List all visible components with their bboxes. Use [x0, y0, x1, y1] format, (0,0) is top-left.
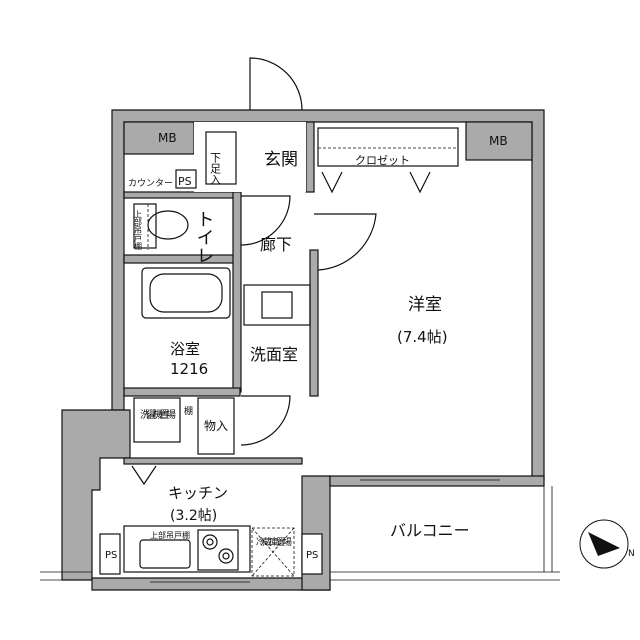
label-kitchen-size: (3.2帖) — [170, 508, 217, 524]
toilet-door-swing — [240, 195, 291, 246]
washroom-door-swing — [240, 395, 291, 446]
label-kitchen: キッチン — [168, 484, 228, 502]
ps-left-box — [99, 533, 121, 575]
label-mb-left: MB — [158, 131, 177, 145]
label-shelf: 棚 — [184, 405, 193, 417]
label-mb-right: MB — [489, 134, 508, 148]
burner-1 — [202, 534, 218, 550]
entrance-door-swing — [249, 57, 303, 111]
toilet-tank — [133, 203, 157, 249]
compass-needle-icon — [588, 532, 620, 556]
label-closet: クロゼット — [355, 154, 410, 167]
label-getabako: 下足入 — [209, 152, 222, 185]
label-bathroom: 浴室 — [170, 340, 200, 358]
sash-wall — [329, 475, 545, 487]
compass — [579, 519, 629, 569]
kitchen-bottom-wall — [91, 577, 331, 591]
label-ps-top: PS — [178, 175, 192, 188]
closet-door-right — [409, 171, 431, 194]
label-counter: カウンター — [128, 178, 173, 189]
wall-kitchen-top — [123, 457, 303, 465]
label-hallway: 廊下 — [260, 235, 292, 254]
wall-bath-top — [123, 254, 241, 264]
entrance-area — [194, 122, 306, 192]
bathtub-inner — [149, 273, 223, 313]
wall-bath-right — [232, 191, 242, 393]
getabako-box — [205, 131, 237, 185]
closet-door-left — [321, 171, 343, 194]
ps-right-box — [301, 533, 323, 575]
label-bathroom-size: 1216 — [170, 360, 208, 378]
label-upper-cabinet-toilet: 上部吊戸棚 — [134, 210, 143, 251]
storage-box — [197, 397, 235, 455]
label-washroom: 洗面室 — [250, 345, 298, 364]
label-balcony: バルコニー — [390, 521, 470, 540]
kitchen-sink — [139, 539, 191, 569]
label-ps-left: PS — [105, 550, 117, 561]
washbasin-counter — [243, 284, 311, 326]
label-washer-space: 洗濯機置場 — [140, 408, 176, 421]
label-storage: 物入 — [204, 419, 228, 433]
kitchen-stove — [197, 529, 239, 571]
wall-toilet-top — [123, 191, 237, 199]
label-western-room: 洋室 — [408, 295, 442, 315]
mb-left-box — [123, 121, 195, 155]
label-toilet: トイレ — [194, 210, 215, 264]
label-fridge-space: 冷蔵庫置場 — [256, 536, 292, 548]
ps-top-box — [175, 169, 197, 189]
bathtub-outer — [141, 267, 231, 319]
label-upper-cabinet-kitchen: 上部吊戸棚 — [150, 530, 190, 540]
wall-western-left — [309, 249, 319, 397]
label-western-room-size: (7.4帖) — [397, 328, 448, 346]
burner-2 — [218, 548, 234, 564]
kitchen-door-mark — [131, 465, 157, 486]
wall-bath-bottom — [123, 387, 241, 397]
wall-hall-top — [305, 121, 315, 193]
label-ps-right: PS — [306, 550, 318, 561]
label-compass-north: N — [628, 549, 635, 559]
western-door-swing — [314, 213, 377, 271]
burner-1-inner — [206, 538, 214, 546]
label-genkan: 玄関 — [264, 150, 298, 170]
fridge-space-box — [251, 527, 295, 577]
washer-space-box — [133, 397, 181, 443]
mb-right-box — [465, 121, 533, 161]
burner-2-inner — [222, 552, 230, 560]
fridge-cross-2 — [251, 527, 295, 577]
closet-box — [317, 127, 459, 167]
washbasin-bowl — [261, 291, 293, 319]
